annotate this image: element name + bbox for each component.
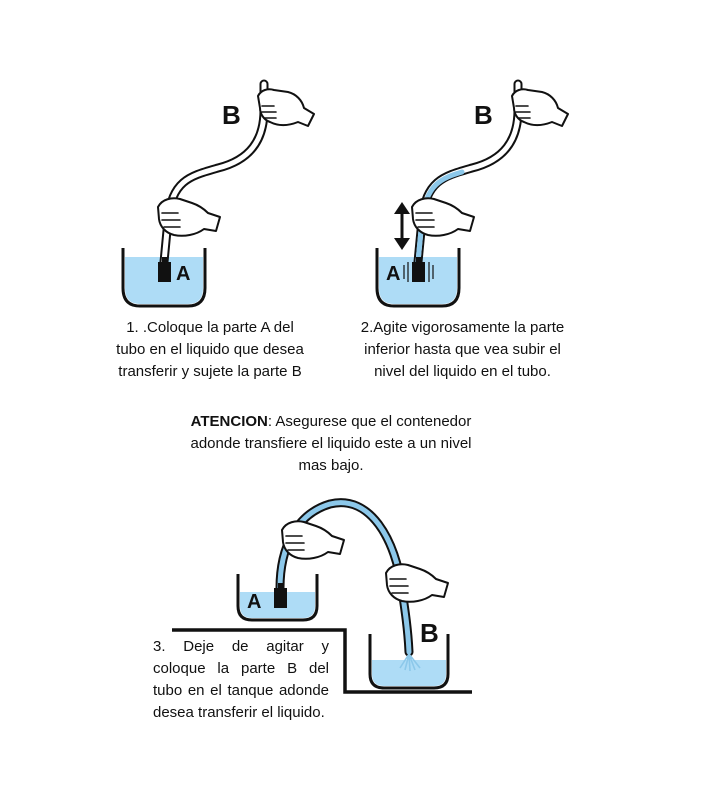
step3-label-b: B	[420, 618, 439, 648]
warning-text: : Asegurese que el contenedor adonde tra…	[190, 413, 472, 474]
double-arrow-vertical-icon	[394, 202, 410, 250]
step1-instruction: 1. .Coloque la parte A del tubo en el li…	[110, 317, 310, 383]
step3-upper-ledge	[172, 628, 472, 694]
step3-left-hand	[281, 520, 345, 560]
step2-label-a: A	[386, 263, 400, 285]
step3-target-container	[368, 634, 450, 690]
step1-upper-hand	[257, 88, 315, 127]
step3-instruction-text: 3. Deje de agitar y coloque la parte B d…	[153, 638, 329, 721]
step2-container	[375, 248, 461, 308]
step3-source-container	[236, 574, 319, 622]
step3-right-hand	[385, 563, 449, 603]
step3-label-a: A	[247, 591, 261, 613]
step2-tube-weight	[412, 262, 425, 282]
warning-title: ATENCION	[190, 413, 268, 430]
step1-lower-hand	[157, 197, 221, 237]
step1-instruction-text: 1. .Coloque la parte A del tubo en el li…	[116, 319, 304, 380]
step2-upper-hand	[511, 88, 569, 127]
step3-tube-weight	[274, 588, 287, 608]
step2-instruction: 2.Agite vigorosamente la parte inferior …	[360, 317, 565, 383]
step3-instruction: 3. Deje de agitar y coloque la parte B d…	[153, 636, 329, 724]
step1-label-b: B	[222, 100, 241, 130]
warning-note: ATENCION: Asegurese que el contenedor ad…	[180, 411, 482, 477]
step1-label-a: A	[176, 263, 190, 285]
step2-instruction-text: 2.Agite vigorosamente la parte inferior …	[360, 319, 565, 380]
step1-illustration: A B	[121, 79, 315, 308]
step2-lower-hand	[411, 197, 475, 237]
step3-illustration: A B	[172, 498, 472, 694]
step2-illustration: A B	[375, 79, 569, 308]
step2-label-b: B	[474, 100, 493, 130]
step1-tube-weight	[158, 262, 171, 282]
step3-flow-splash	[399, 653, 421, 672]
step1-container	[121, 248, 207, 308]
